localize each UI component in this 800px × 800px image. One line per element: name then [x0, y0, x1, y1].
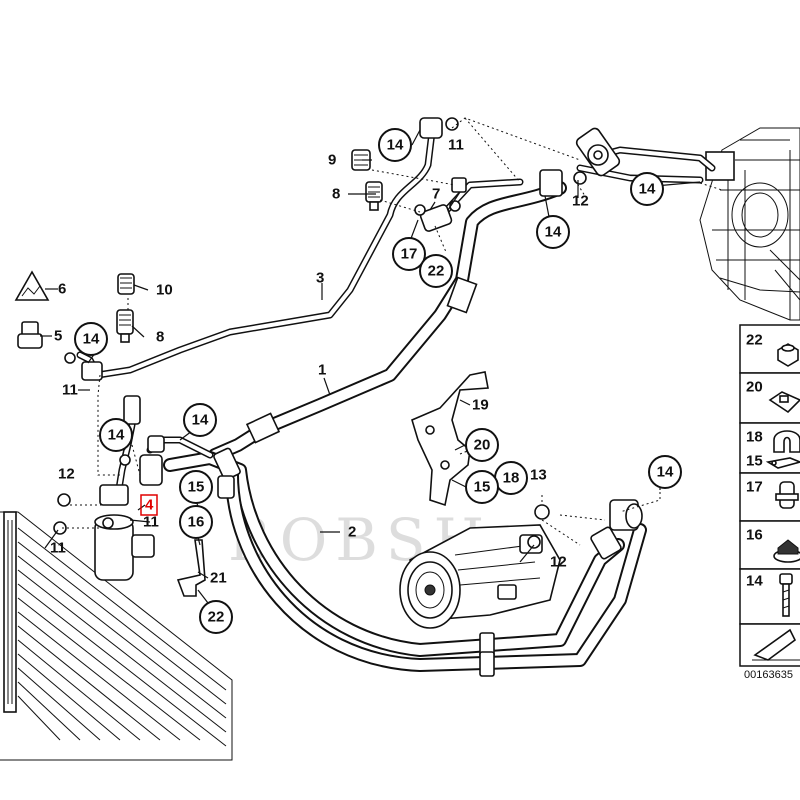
svg-text:14: 14	[192, 412, 209, 429]
diagram-number: 00163635	[744, 669, 793, 681]
label-11-low: 11	[50, 540, 66, 557]
svg-text:14: 14	[108, 427, 125, 444]
label-7: 7	[432, 186, 440, 203]
receiver-dryer	[53, 484, 155, 581]
label-11-top: 11	[448, 137, 464, 154]
evaporator-housing	[699, 127, 800, 321]
legend-num-15: 15	[746, 453, 763, 470]
callout-14-left: 14	[74, 322, 108, 356]
bracket-19	[411, 371, 489, 507]
valve-cap-10	[117, 273, 135, 295]
evaporator-feed-pipe	[539, 127, 716, 197]
callout-22-bottom: 22	[199, 600, 233, 634]
svg-text:14: 14	[639, 181, 656, 198]
clamp-icon	[773, 430, 800, 453]
clamp-14-top	[419, 117, 459, 139]
svg-text:14: 14	[387, 137, 404, 154]
suction-hose-1	[208, 181, 567, 462]
hose-2	[163, 447, 647, 677]
svg-text:14: 14	[657, 464, 674, 481]
callout-14-top: 14	[378, 128, 412, 162]
callout-14-lower: 14	[99, 418, 133, 452]
label-19: 19	[472, 397, 489, 414]
label-12-top: 12	[572, 193, 589, 210]
label-21: 21	[210, 570, 227, 587]
callout-17: 17	[392, 237, 426, 271]
callout-18: 18	[494, 461, 528, 495]
legend-num-16: 16	[746, 527, 763, 544]
callout-22-top: 22	[419, 254, 453, 288]
pressure-line-3	[94, 128, 524, 379]
sensor-5	[17, 321, 43, 349]
flange-nut-icon	[773, 539, 800, 563]
legend-num-17: 17	[746, 479, 763, 496]
fitting-7	[414, 177, 467, 232]
svg-text:17: 17	[401, 246, 418, 263]
callout-15: 15	[465, 470, 499, 504]
label-12-left: 12	[58, 466, 75, 483]
line-connector-left	[64, 351, 103, 381]
label-13: 13	[530, 467, 547, 484]
callout-15-left: 15	[179, 470, 213, 504]
label-10: 10	[156, 282, 173, 299]
label-2: 2	[348, 524, 356, 541]
assembly-dashed-lines	[62, 117, 723, 546]
legend-num-14: 14	[746, 573, 763, 590]
condenser	[0, 511, 233, 761]
svg-text:14: 14	[83, 331, 100, 348]
grommet-icon	[775, 481, 799, 509]
callout-14-right: 14	[630, 172, 664, 206]
label-3: 3	[316, 270, 324, 287]
callout-14-mid: 14	[536, 215, 570, 249]
callout-20: 20	[465, 428, 499, 462]
label-4-highlighted: 4	[145, 497, 154, 514]
legend-num-20: 20	[746, 379, 763, 396]
svg-text:15: 15	[474, 479, 491, 496]
nut-icon	[777, 343, 799, 367]
o-ring-13	[527, 504, 550, 549]
label-6: 6	[58, 281, 66, 298]
label-5: 5	[54, 328, 62, 345]
bracket-21	[176, 539, 206, 597]
svg-text:16: 16	[188, 514, 205, 531]
bracket-icon	[765, 457, 800, 469]
label-12-comp: 12	[550, 554, 567, 571]
highlighted-part-box	[140, 494, 158, 516]
pressure-switch-warning-triangle	[14, 270, 50, 301]
label-9: 9	[328, 152, 336, 169]
svg-text:14: 14	[545, 224, 562, 241]
label-11-dryer: 11	[143, 514, 159, 531]
label-1: 1	[318, 362, 326, 379]
fastener-legend: 22 20 18 15 17 16 14	[739, 324, 800, 681]
legend-num-18: 18	[746, 429, 763, 446]
callout-16: 16	[179, 505, 213, 539]
callout-14-comp: 14	[648, 455, 682, 489]
callout-14-clamp: 14	[183, 403, 217, 437]
service-valve-8-left	[116, 309, 134, 343]
service-valve-8-top	[365, 181, 383, 211]
svg-text:15: 15	[188, 479, 205, 496]
label-8-left: 8	[156, 329, 164, 346]
legend-num-22: 22	[746, 332, 763, 349]
svg-text:22: 22	[208, 609, 225, 626]
label-8-top: 8	[332, 186, 340, 203]
diagram-direction-arrow	[752, 628, 800, 661]
svg-text:18: 18	[503, 470, 520, 487]
svg-text:20: 20	[474, 437, 491, 454]
clip-icon	[768, 391, 800, 414]
bolt-icon	[779, 573, 793, 617]
label-11-left: 11	[62, 382, 78, 399]
svg-text:22: 22	[428, 263, 445, 280]
